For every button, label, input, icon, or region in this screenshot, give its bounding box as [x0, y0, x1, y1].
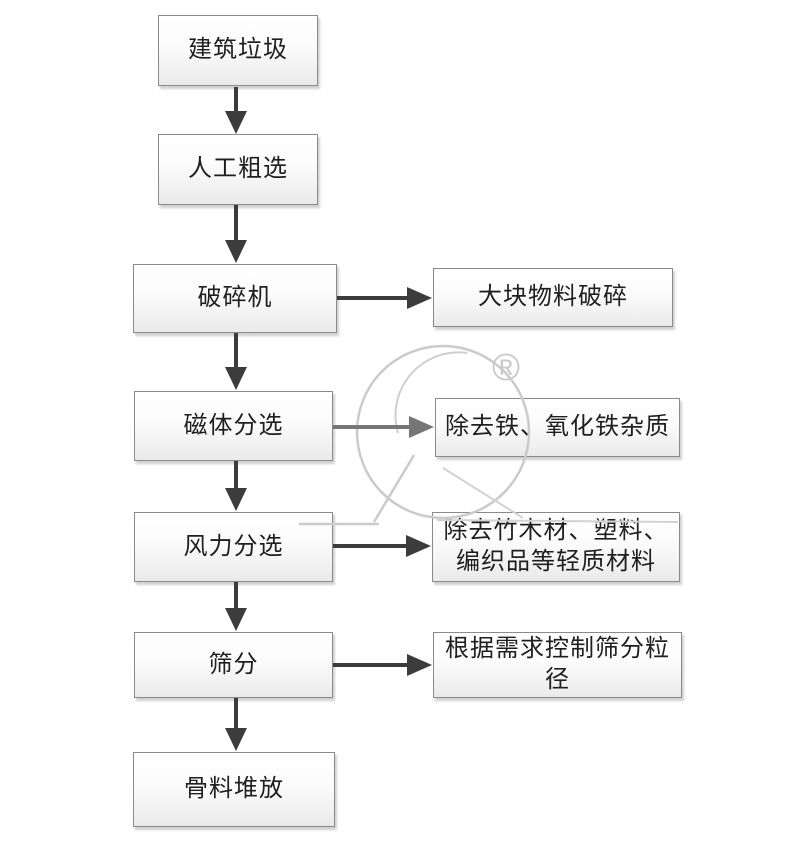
arrow-right-2-icon — [333, 416, 434, 438]
flow-node-control-particle-size: 根据需求控制筛分粒 径 — [433, 632, 682, 698]
flow-node-crusher: 破碎机 — [133, 264, 337, 333]
label-line-1: 除去竹木材、塑料、 — [443, 518, 669, 544]
watermark-left-diagonal-line — [372, 454, 416, 523]
registered-trademark-icon: ® — [492, 347, 520, 389]
flow-node-large-material-crushing: 大块物料破碎 — [433, 268, 673, 327]
label-line-2: 编织品等轻质材料 — [456, 549, 656, 575]
node-label: 大块物料破碎 — [478, 282, 628, 313]
node-label: 建筑垃圾 — [188, 37, 288, 63]
node-label: 骨料堆放 — [184, 776, 284, 802]
flow-node-remove-iron-impurities: 除去铁、氧化铁杂质 — [435, 398, 680, 457]
flow-node-air-separation: 风力分选 — [134, 512, 333, 582]
arrow-right-3-icon — [333, 535, 431, 557]
flow-node-remove-light-materials: 除去竹木材、塑料、 编织品等轻质材料 — [432, 512, 680, 582]
flow-node-magnetic-separation: 磁体分选 — [134, 391, 333, 461]
flow-node-manual-rough-sorting: 人工粗选 — [158, 134, 318, 205]
flow-node-aggregate-stacking: 骨料堆放 — [133, 752, 335, 827]
arrow-down-1-icon — [225, 87, 247, 134]
label-line-1: 根据需求控制筛分粒 — [445, 636, 670, 662]
label-line-1: 大块物料破碎 — [478, 284, 628, 310]
arrow-right-1-icon — [337, 287, 432, 309]
arrow-right-4-icon — [333, 654, 432, 676]
node-label: 除去竹木材、塑料、 编织品等轻质材料 — [444, 516, 669, 578]
arrow-down-2-icon — [225, 205, 247, 263]
node-label: 人工粗选 — [188, 156, 288, 182]
node-label: 根据需求控制筛分粒 径 — [445, 634, 670, 696]
flow-node-screening: 筛分 — [134, 632, 333, 698]
arrow-down-6-icon — [225, 698, 247, 751]
node-label: 筛分 — [208, 651, 259, 678]
flow-node-construction-waste: 建筑垃圾 — [158, 15, 318, 86]
watermark-right-diagonal-line — [442, 467, 524, 519]
arrow-down-5-icon — [225, 582, 247, 631]
arrow-down-3-icon — [225, 333, 247, 390]
node-label: 风力分选 — [183, 533, 284, 560]
node-label: 除去铁、氧化铁杂质 — [445, 412, 670, 443]
node-label: 磁体分选 — [183, 412, 284, 439]
arrow-down-4-icon — [225, 461, 247, 511]
label-line-1: 除去铁、氧化铁杂质 — [445, 414, 670, 440]
node-label: 破碎机 — [197, 285, 273, 311]
label-line-2: 径 — [545, 667, 570, 693]
